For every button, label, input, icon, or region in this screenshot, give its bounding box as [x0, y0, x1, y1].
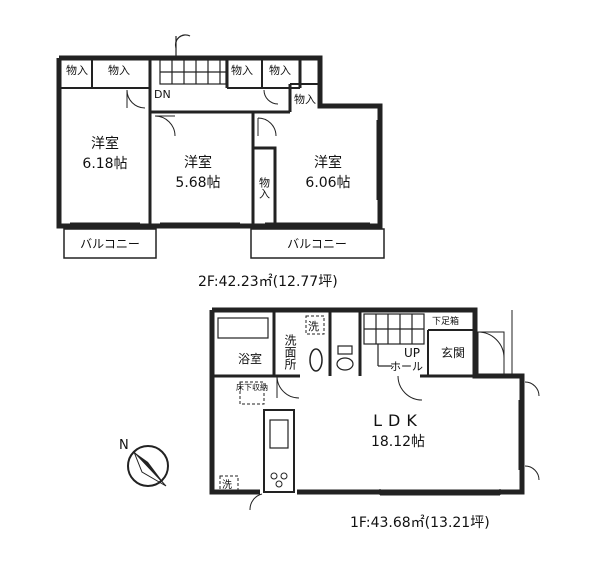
2f-closet-vertical-label: 物入	[258, 176, 271, 199]
1f-washbasin	[309, 348, 323, 372]
2f-room-left-size: 6.18帖	[82, 156, 127, 172]
2f-storage-label: 物入	[108, 63, 130, 77]
2f-balcony-left	[63, 228, 157, 259]
1f-floor-storage-label: 床下収納	[236, 382, 268, 392]
2f-room-right-size: 6.06帖	[305, 175, 350, 191]
1f-ldk-name: LDK	[373, 411, 423, 430]
compass-needle-tail	[133, 451, 167, 487]
second-floor	[56, 34, 385, 259]
2f-balcony-left-label: バルコニー	[80, 237, 140, 251]
1f-bathtub	[217, 317, 269, 339]
1f-washroom-label: 洗面所	[283, 334, 297, 370]
1f-windows	[379, 400, 520, 496]
2f-outer-wall	[56, 55, 383, 229]
1f-washer-label: 洗	[308, 320, 319, 333]
1f-kitchen-counter	[263, 409, 295, 493]
2f-doors	[126, 89, 279, 137]
1f-stair-label: UP	[404, 346, 420, 360]
1f-shoe-storage-label: 下足箱	[432, 315, 459, 327]
2f-stair	[159, 34, 227, 85]
2f-storage-label: 物入	[231, 63, 253, 77]
2f-balcony-right-label: バルコニー	[287, 237, 347, 251]
1f-sink	[269, 419, 289, 449]
1f-toilet	[336, 345, 354, 371]
1f-sink-washer	[219, 475, 239, 493]
2f-storage-label: 物入	[66, 63, 88, 77]
1f-doors	[249, 375, 540, 511]
2f-storage-label: 物入	[294, 92, 316, 106]
1f-sink-washer-label: 洗	[222, 479, 232, 491]
1f-area-label: 1F:43.68㎡(13.21坪)	[350, 515, 490, 531]
1f-ldk-size: 18.12帖	[371, 434, 425, 450]
1f-bath-label: 浴室	[238, 351, 262, 366]
1f-stove	[270, 472, 288, 488]
1f-stair	[363, 313, 425, 367]
compass-label: N	[119, 438, 129, 453]
2f-closet-vertical	[251, 146, 277, 228]
1f-entrance-label: 玄関	[441, 345, 465, 360]
1f-outer-wall	[209, 307, 525, 495]
2f-storage-label: 物入	[269, 63, 291, 77]
2f-room-left-name: 洋室	[91, 135, 119, 152]
2f-room-right-name: 洋室	[314, 154, 342, 171]
1f-hall-label: ホール	[390, 360, 423, 373]
2f-windows	[70, 120, 378, 224]
1f-washer-box	[305, 315, 325, 335]
2f-room-center-size: 5.68帖	[175, 175, 220, 191]
compass-ring	[127, 445, 169, 487]
first-floor	[209, 307, 540, 511]
1f-floor-storage	[239, 381, 265, 405]
1f-entrance	[477, 310, 513, 377]
2f-stair-label: DN	[154, 88, 171, 101]
2f-room-center-name: 洋室	[184, 154, 212, 171]
2f-area-label: 2F:42.23㎡(12.77坪)	[198, 274, 338, 290]
2f-balcony-right	[250, 228, 385, 259]
compass: N	[119, 438, 169, 487]
